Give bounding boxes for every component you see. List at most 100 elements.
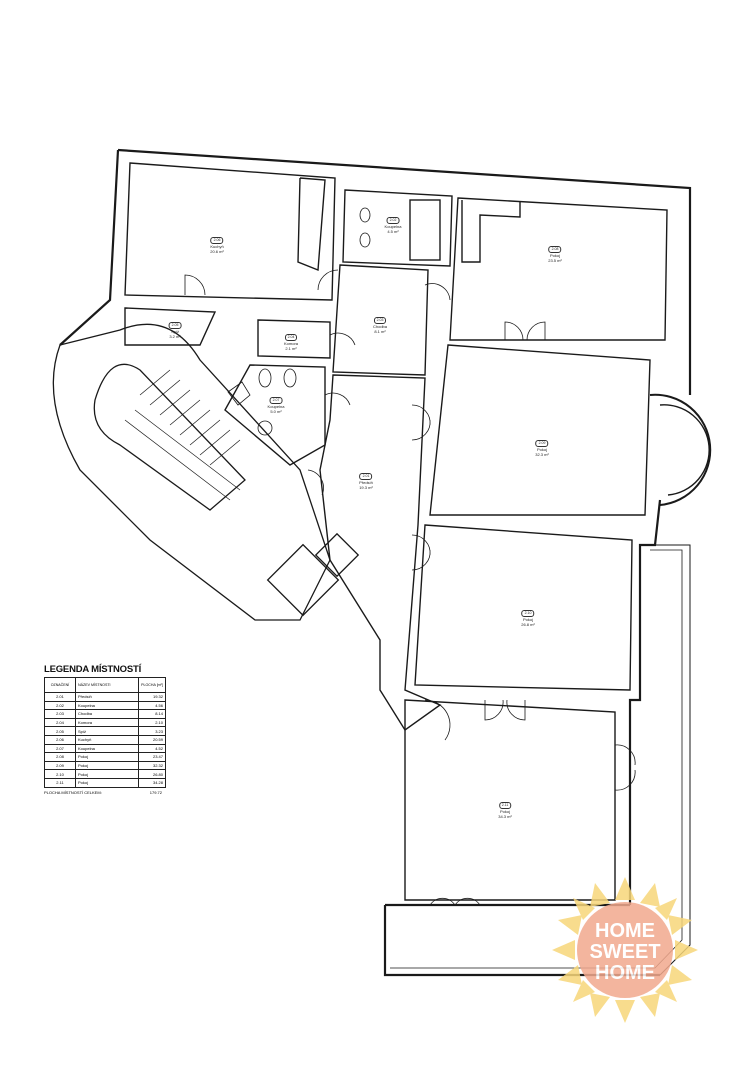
room-2-08-bedroom xyxy=(449,197,668,341)
room-area: 3.2 m² xyxy=(169,334,181,339)
room-name: Chodba xyxy=(372,324,388,329)
room-name: Předsíň xyxy=(75,692,139,702)
room-2-09-bedroom xyxy=(429,344,651,516)
room-2-10-bedroom xyxy=(414,524,633,691)
fixtures xyxy=(227,207,371,436)
room-name: Kuchyň xyxy=(210,244,224,249)
room-id: 2.02 xyxy=(44,700,76,711)
room-name: Koupelna xyxy=(384,224,402,229)
room-area: 20.59 xyxy=(138,734,166,745)
room-id: 2.08 xyxy=(44,752,76,762)
room-id: 2.09 xyxy=(535,440,549,447)
bathtub xyxy=(409,199,441,261)
room-2-01-hall xyxy=(319,374,442,732)
room-area: 4.5 m² xyxy=(387,229,399,234)
room-id: 2.07 xyxy=(44,743,76,754)
svg-text:HOME: HOME xyxy=(595,920,655,942)
header-name: NÁZEV MÍSTNOSTI xyxy=(75,677,139,693)
room-2-11-bedroom xyxy=(404,699,616,901)
room-id: 2.06 xyxy=(44,734,76,745)
room-id: 2.05 xyxy=(44,726,76,736)
room-area: 4.56 xyxy=(138,700,166,711)
svg-text:HOME: HOME xyxy=(595,962,655,984)
room-id: 2.06 xyxy=(210,237,224,244)
room-name: Koupelna xyxy=(75,743,139,754)
room-area: 34.28 xyxy=(138,777,166,788)
room-name: Pokoj xyxy=(75,752,139,762)
room-area: 4.52 xyxy=(138,743,166,754)
room-area: 32.3 m² xyxy=(535,452,549,457)
room-area: 20.6 m² xyxy=(210,249,224,254)
room-id: 2.11 xyxy=(498,802,512,809)
room-area: 19.32 xyxy=(138,692,166,702)
room-name: Pokoj xyxy=(499,809,510,814)
room-2-04-storage xyxy=(257,319,331,359)
room-name: Kuchyň xyxy=(75,734,139,745)
total-label: PLOCHA MÍSTNOSTÍ CELKEM: xyxy=(44,789,102,795)
room-name: Komora xyxy=(283,341,299,346)
room-name: Chodba xyxy=(75,709,139,719)
room-id: 2.04 xyxy=(44,717,76,728)
elevator xyxy=(266,543,340,617)
doors xyxy=(184,269,636,906)
room-area: 19.3 m² xyxy=(359,485,373,490)
room-area: 23.47 xyxy=(138,752,166,762)
bay-window xyxy=(649,393,712,506)
room-area: 2.1 m² xyxy=(285,346,297,351)
room-area: 32.32 xyxy=(138,760,166,771)
room-name: Koupelna xyxy=(75,700,139,711)
room-2-07-bathroom xyxy=(224,364,326,466)
header-area: PLOCHA [m²] xyxy=(138,677,166,693)
room-id: 2.02 xyxy=(386,217,400,224)
room-id: 2.08 xyxy=(548,246,562,253)
legend-total: PLOCHA MÍSTNOSTÍ CELKEM: 179.72 xyxy=(44,790,166,795)
room-area: 5.0 m² xyxy=(270,409,282,414)
kitchen-counter xyxy=(297,177,326,272)
room-name: Pokoj xyxy=(75,777,139,788)
room-id: 2.04 xyxy=(284,334,298,341)
room-area: 26.80 xyxy=(138,769,166,779)
room-2-06-kitchen xyxy=(124,162,336,301)
room-name: Pokoj xyxy=(75,769,139,779)
room-id: 2.01 xyxy=(44,692,76,702)
room-id: 2.05 xyxy=(168,322,182,329)
room-area: 3.23 xyxy=(138,726,166,736)
legend-table: OZNAČENÍ NÁZEV MÍSTNOSTI PLOCHA [m²] 2.0… xyxy=(44,677,166,788)
room-id: 2.07 xyxy=(269,397,283,404)
room-id: 2.11 xyxy=(44,777,76,788)
room-id: 2.10 xyxy=(521,610,535,617)
stairwell xyxy=(52,323,360,621)
room-2-02-bathroom xyxy=(342,189,453,267)
header-id: OZNAČENÍ xyxy=(44,677,76,693)
svg-text:SWEET: SWEET xyxy=(589,941,660,963)
outer-walls xyxy=(59,148,692,977)
room-area: 8.1 m² xyxy=(374,329,386,334)
kitchen-unit xyxy=(461,200,521,263)
room-area: 26.8 m² xyxy=(521,622,535,627)
room-name: Komora xyxy=(75,717,139,728)
room-2-03-corridor xyxy=(332,264,429,376)
room-area: 23.5 m² xyxy=(548,258,562,263)
legend-title: LEGENDA MÍSTNOSTÍ xyxy=(44,664,142,675)
